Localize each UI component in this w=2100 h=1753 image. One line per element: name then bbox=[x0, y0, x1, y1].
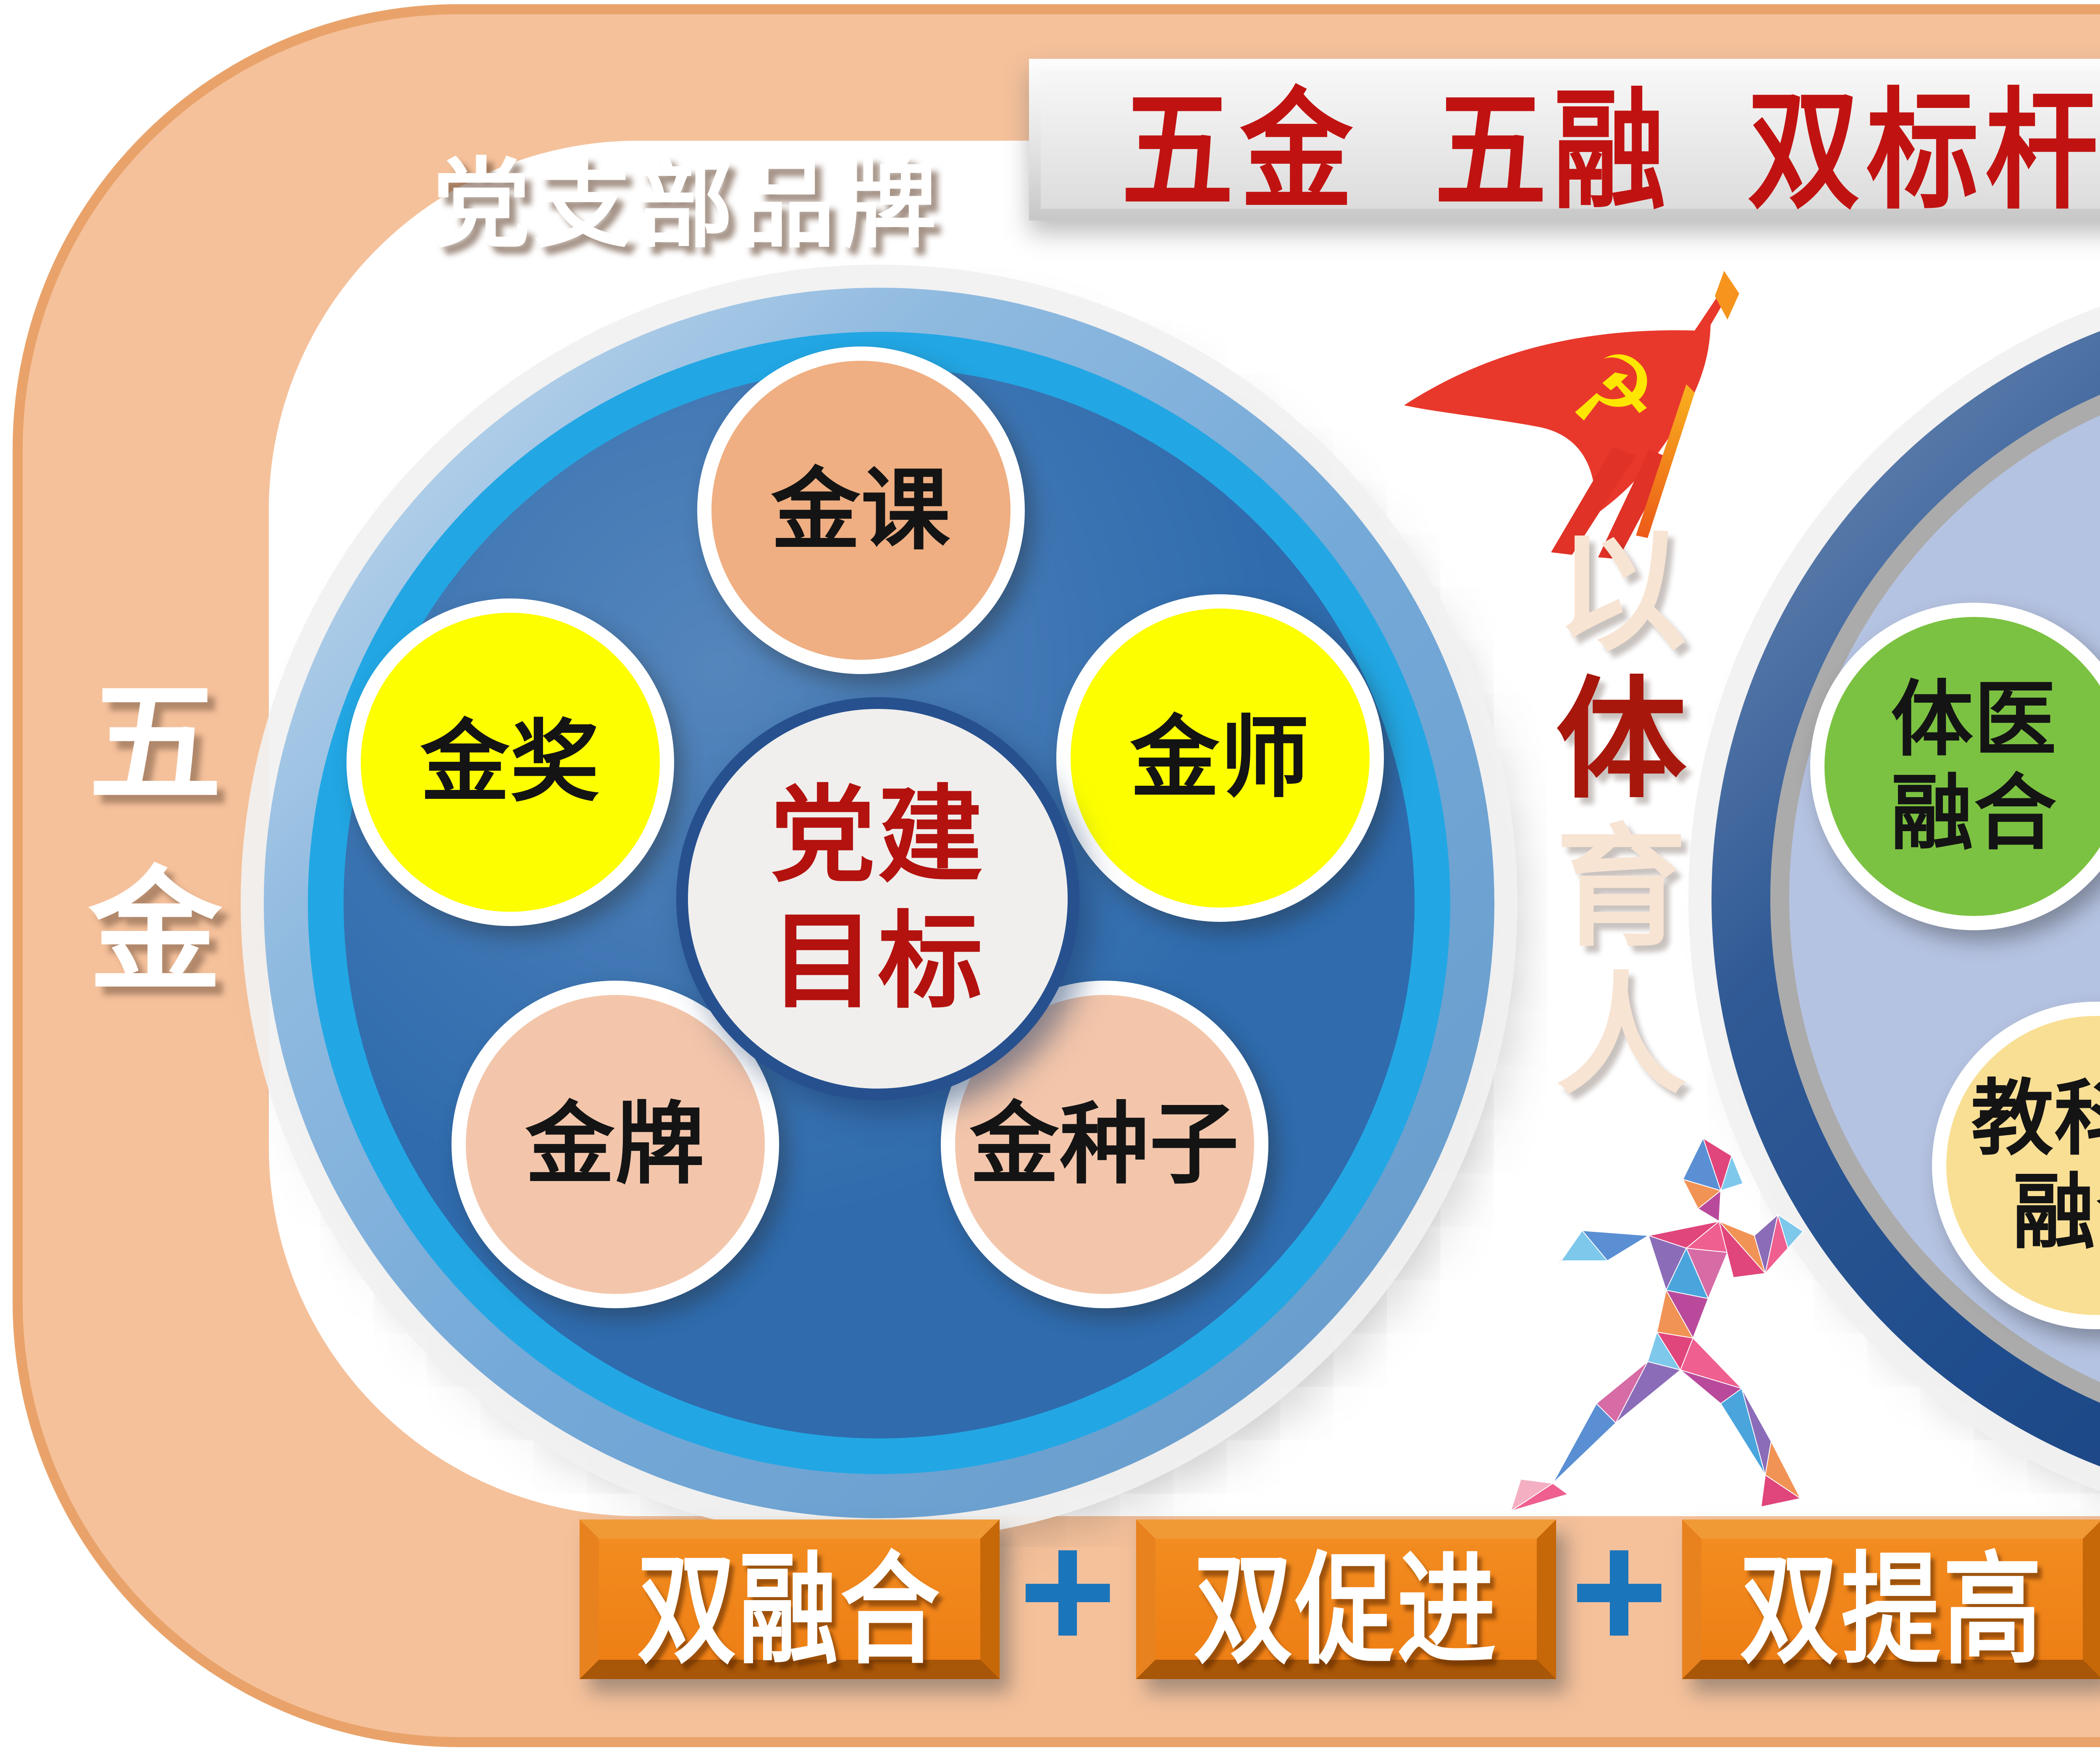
motto-char: 人 bbox=[1556, 963, 1687, 1109]
page-title: 五金 五融 双标杆 bbox=[1121, 78, 2100, 224]
hub-line: 党建 bbox=[770, 777, 985, 894]
plus-operator: + bbox=[1018, 1497, 1117, 1685]
brand-label: 党支部品牌 bbox=[433, 150, 941, 259]
satellite-gold-award: 金奖 bbox=[346, 598, 674, 926]
satellite-label-line2: 融合 bbox=[2012, 1166, 2100, 1258]
title-banner: 五金 五融 双标杆 bbox=[1029, 59, 2100, 224]
runner-icon bbox=[1510, 1137, 1804, 1512]
party-flag-icon: ☭ bbox=[1404, 271, 1739, 559]
motto-char: 体 bbox=[1556, 667, 1687, 814]
satellite-label: 金课 bbox=[771, 460, 951, 560]
satellite-gold-course: 金课 bbox=[697, 346, 1025, 674]
hub-line: 目标 bbox=[770, 903, 985, 1020]
motto-char: 以 bbox=[1556, 520, 1687, 666]
title-banner-face: 五金 五融 双标杆 bbox=[1041, 71, 2100, 224]
term-label: 双提高 bbox=[1739, 1543, 2045, 1678]
satellite-sport-medicine-fusion: 体医 融合 bbox=[1810, 603, 2100, 930]
satellite-gold-teacher: 金师 bbox=[1056, 594, 1384, 922]
motto-vertical-text: 以 体 育 人 bbox=[1537, 519, 1705, 1110]
equation-term-double-improvement: 双提高 bbox=[1682, 1519, 2100, 1679]
satellite-label: 金奖 bbox=[420, 712, 600, 812]
equation-term-double-fusion: 双融合 bbox=[580, 1519, 1000, 1679]
satellite-label: 金种子 bbox=[970, 1094, 1239, 1194]
satellite-label: 金牌 bbox=[525, 1094, 705, 1194]
satellite-label-line1: 体医 bbox=[1890, 673, 2057, 766]
satellite-label: 金师 bbox=[1130, 708, 1310, 808]
plus-operator: + bbox=[1570, 1497, 1668, 1685]
term-label: 双融合 bbox=[637, 1543, 942, 1678]
motto-char: 育 bbox=[1556, 815, 1687, 961]
satellite-label-line1: 教科训 bbox=[1971, 1072, 2100, 1165]
left-wheel: 金课 金奖 金师 金牌 金种子 党建 目标 bbox=[264, 288, 1494, 1518]
left-wheel-hub: 党建 目标 bbox=[676, 697, 1079, 1100]
equation-term-double-promotion: 双促进 bbox=[1136, 1519, 1556, 1679]
hammer-sickle-emblem-icon: ☭ bbox=[1563, 330, 1664, 453]
side-label-five-golds: 五金 bbox=[68, 672, 218, 1048]
term-label: 双促进 bbox=[1193, 1543, 1499, 1678]
satellite-label-line2: 融合 bbox=[1890, 767, 2057, 859]
